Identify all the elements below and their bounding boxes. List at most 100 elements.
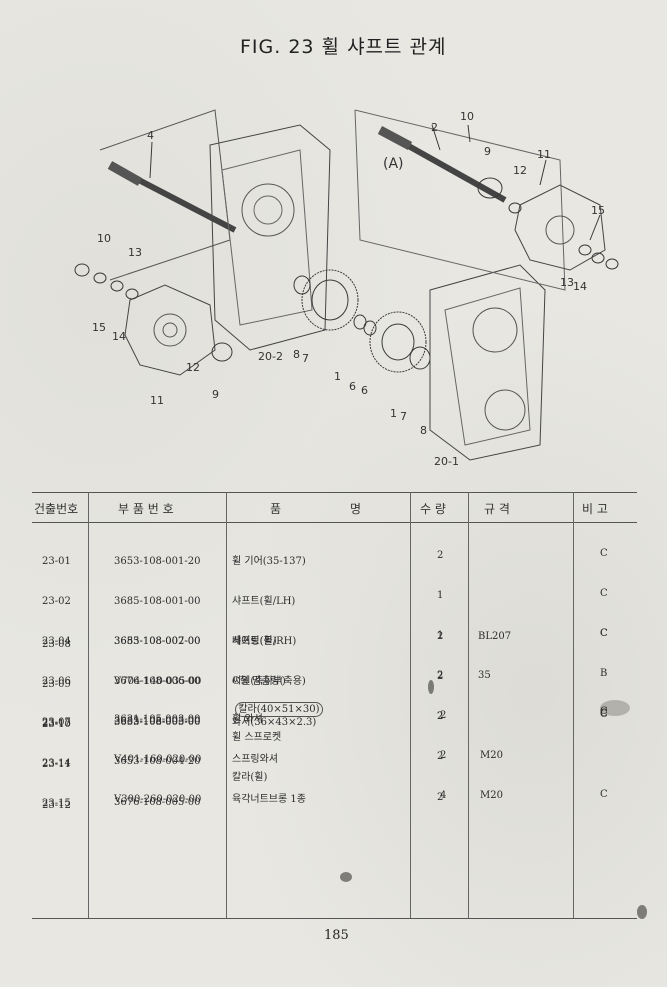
table-cell: B	[600, 668, 608, 680]
table-cell: 씨일(축휘부)	[232, 676, 286, 688]
col-divider-1	[88, 492, 89, 918]
table-cell: 3685-108-002-00	[114, 636, 201, 648]
table-cell: 23-13	[42, 717, 71, 729]
table-cell: 3631-105-003-00	[114, 713, 201, 725]
callout-10-left: 10	[97, 232, 111, 245]
table-cell: 3685-108-001-00	[114, 596, 201, 608]
table-cell: C	[600, 708, 608, 720]
table-cell: 23-15	[42, 798, 71, 810]
callout-2: 2	[431, 121, 438, 134]
callout-1-right: 1	[390, 407, 397, 420]
callout-14-right: 14	[573, 280, 587, 293]
table-cell: 1	[437, 630, 444, 642]
exploded-parts-diagram: 4 10 13 15 14 12 11 9 20-2 8 7 1 6 6 1 7…	[74, 109, 619, 468]
table-cell: 2	[437, 711, 444, 723]
callout-14-left: 14	[112, 330, 126, 343]
table-cell: 2	[440, 750, 447, 762]
table-cell: 2	[437, 751, 444, 763]
callout-4: 4	[147, 129, 154, 142]
callout-6-b: 6	[361, 384, 368, 397]
table-cell: 휠 와셔	[232, 713, 263, 725]
table-cell: 스프링와셔	[232, 754, 278, 766]
table-cell: 휠 스프로켓	[232, 731, 282, 743]
table-cell: 4	[440, 790, 447, 802]
table-cell: 23-08	[42, 638, 71, 650]
col-qty-group2: 2 2 2 2 2	[437, 603, 443, 817]
col-divider-4	[468, 492, 469, 918]
ink-smudge	[637, 905, 647, 919]
callout-13-left: 13	[128, 246, 142, 259]
col-spec-group1: 35	[478, 522, 491, 736]
table-cell: 23-01	[42, 555, 71, 567]
table-cell: 2	[437, 710, 444, 722]
callout-8-right: 8	[420, 424, 427, 437]
ink-smudge	[600, 700, 630, 716]
callout-12-left: 12	[186, 361, 200, 374]
table-cell: C	[600, 627, 608, 639]
col-name-group3: 휠 와셔 스프링와셔 육각너트브롱 1종	[232, 686, 306, 820]
table-cell: V300-260-020-00	[114, 794, 202, 806]
header-part-number: 부 품 번 호	[118, 502, 174, 516]
table-cell: 1	[437, 590, 444, 602]
table-cell: 3653-108-005-00	[114, 716, 201, 728]
header-spec: 규 격	[484, 502, 510, 516]
table-cell: 샤프트(휠/RH)	[232, 636, 297, 648]
table-cell: 2	[440, 709, 447, 721]
table-cell: BL207	[478, 630, 512, 642]
table-cell: 23-06	[42, 676, 71, 688]
callout-11-left: 11	[150, 394, 164, 407]
table-cell	[478, 549, 491, 562]
table-cell: 칼라(40×51×30)	[235, 701, 323, 718]
callout-20-1: 20-1	[434, 455, 459, 468]
table-cell: 2	[437, 549, 444, 561]
table-cell: 2	[437, 791, 444, 803]
callout-12-right: 12	[513, 164, 527, 177]
table-cell: 와셔(36×43×2.3)	[232, 716, 317, 728]
table-header-rule	[32, 522, 637, 523]
ink-smudge	[340, 872, 352, 882]
table-cell	[600, 785, 608, 798]
table-cell: 칼라(휠)	[232, 771, 268, 783]
table-top-rule	[32, 492, 637, 493]
table-cell: 휠 기어(35-137)	[232, 555, 306, 567]
header-qty: 수 량	[420, 502, 446, 516]
table-cell	[478, 589, 491, 602]
col-name-group2: 베어링(볼) 씨일(축휘부) 칼라(40×51×30) 휠 스프로켓 칼라(휠)	[232, 608, 323, 798]
table-cell: 23-14	[42, 758, 71, 770]
callout-20-2: 20-2	[258, 350, 283, 363]
table-cell: 23-10	[42, 719, 71, 731]
header-name-2: 명	[350, 502, 362, 516]
table-cell: 베어링(볼)	[232, 635, 277, 647]
table-cell: 35	[478, 670, 491, 682]
table-bottom-rule	[32, 918, 637, 919]
col-no-group2: 23-08 23-09 23-10 23-11 23-12	[42, 611, 71, 825]
figure-title: FIG. 23 휠 샤프트 관계	[240, 36, 447, 58]
table-cell: C	[600, 708, 608, 720]
table-cell: 2	[437, 670, 444, 682]
table-cell: C	[600, 705, 608, 717]
table-cell: 23-04	[42, 636, 71, 648]
table-cell: 23-12	[42, 799, 71, 811]
col-part-group1: 3653-108-001-20 3685-108-001-00 3685-108…	[114, 528, 201, 742]
callout-15-right: 15	[591, 204, 605, 217]
table-cell: V704-140-035-00	[114, 676, 202, 688]
page-number: 185	[324, 928, 349, 943]
table-cell: 3676-108-006-00	[114, 676, 201, 688]
table-cell: V401-160-020-00	[114, 754, 202, 766]
table-cell: 23-02	[42, 596, 71, 608]
callout-a-label: (A)	[383, 156, 404, 172]
table-cell: 2	[437, 671, 444, 683]
callout-15-left: 15	[92, 321, 106, 334]
table-cell: 3653-108-001-20	[114, 555, 201, 567]
col-no-group1: 23-01 23-02 23-04 23-06 23-07	[42, 528, 71, 742]
table-cell: 3685-108-003-00	[114, 716, 201, 728]
table-cell: C형 멈춤링(축용)	[232, 676, 306, 688]
table-cell: C	[600, 628, 608, 640]
col-remark-group3: C	[600, 678, 608, 812]
col-spec-group3: M20 M20	[480, 682, 503, 816]
table-cell: M20	[480, 790, 503, 802]
col-divider-2	[226, 492, 227, 918]
table-cell: 3676-108-005-00	[114, 796, 201, 808]
col-remark-group1: C C C C	[600, 520, 608, 734]
table-cell: 23-07	[42, 716, 71, 728]
